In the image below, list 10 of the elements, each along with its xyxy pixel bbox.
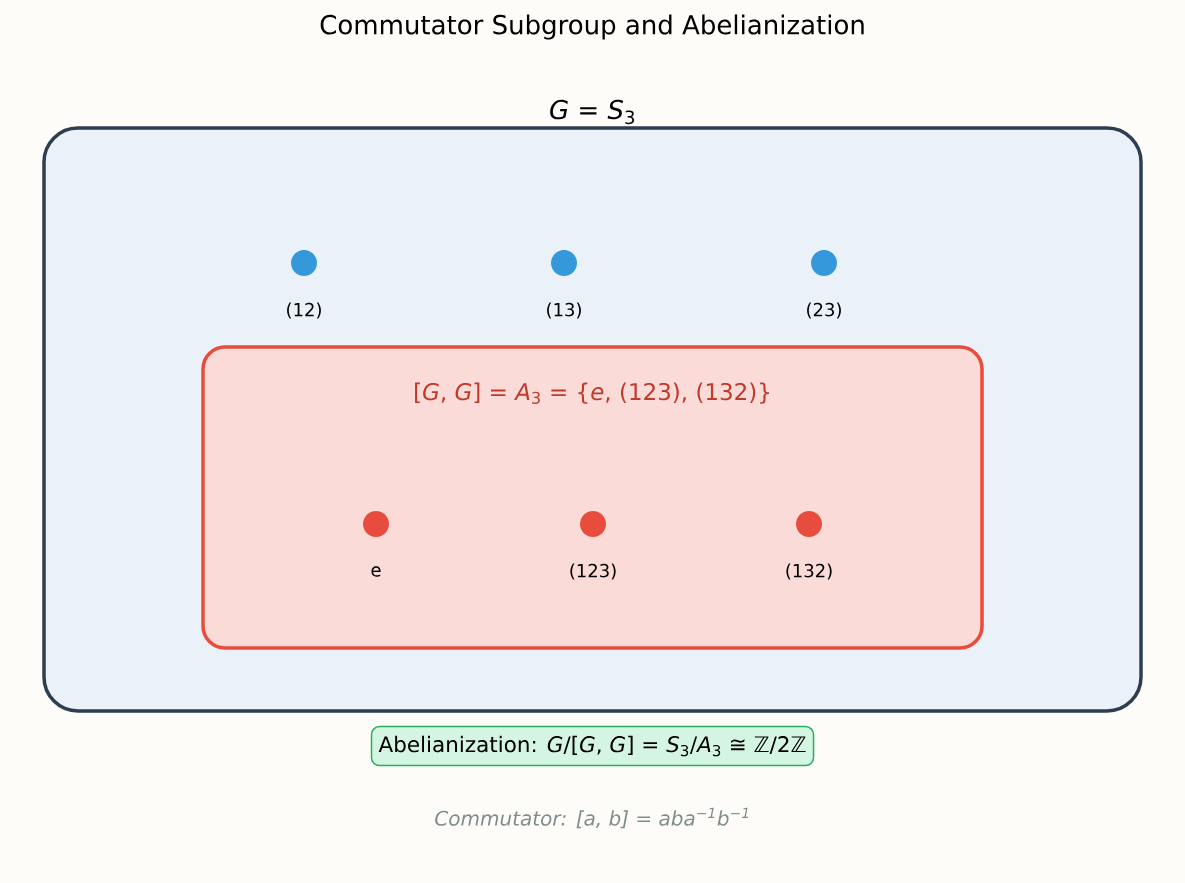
element-label: (123) (570, 563, 616, 580)
note: Commutator: [a, b] = aba$^{−1}$b$^{−1}$ (435, 807, 749, 829)
element-label: (132) (786, 563, 832, 580)
element-label: e (371, 566, 381, 577)
title: Commutator Subgroup and Abelianization (320, 14, 864, 40)
element-label: (23) (807, 302, 841, 319)
element-label: (13) (547, 302, 581, 319)
element-label: (12) (287, 302, 321, 319)
node-label: G = S$_{3}$ (550, 99, 635, 125)
formula-box: Abelianization: G/[G, G] = S$_{3}$/A$_{3}$ ≅ ℤ/2ℤ (370, 725, 815, 767)
